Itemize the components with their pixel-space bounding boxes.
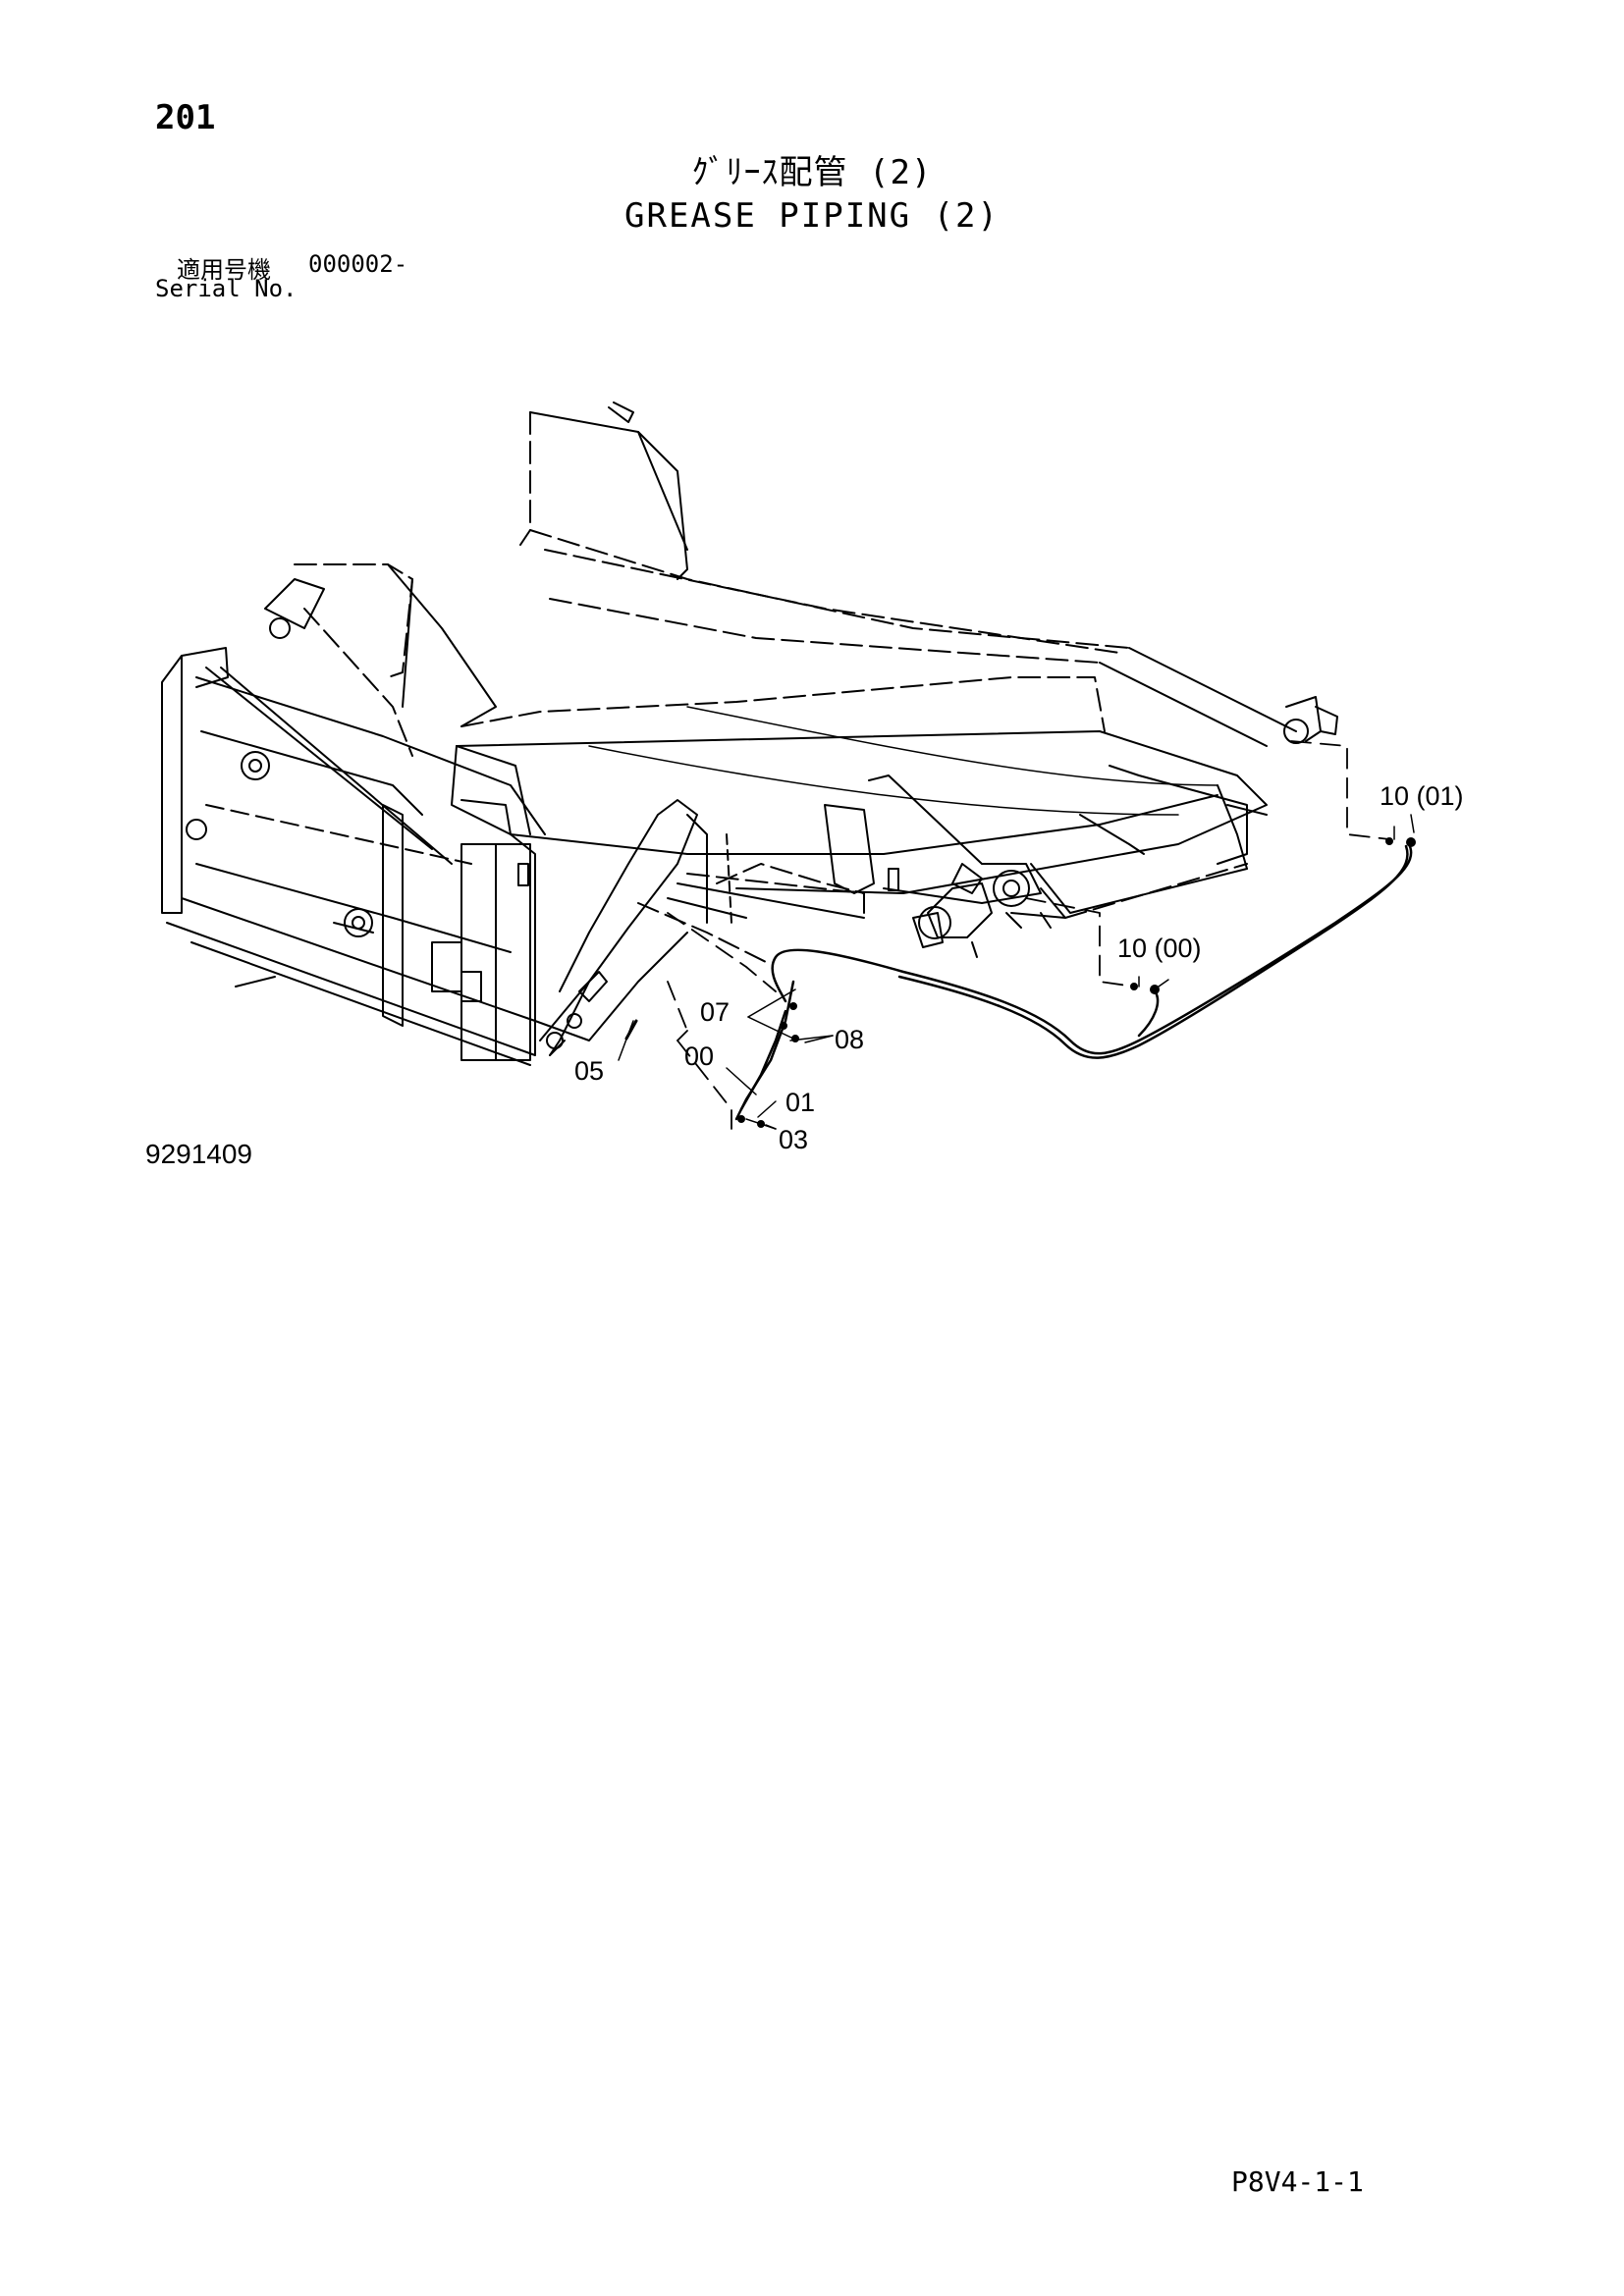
fittings — [737, 837, 1416, 1128]
left-frame — [161, 578, 546, 1066]
callout-00: 00 — [684, 1041, 714, 1071]
callout-08: 08 — [835, 1025, 864, 1054]
tail-section — [519, 401, 1338, 747]
callout-01: 01 — [785, 1088, 815, 1117]
callout-10-00: 10 (00) — [1117, 934, 1202, 963]
title-japanese: ｸﾞﾘｰｽ配管 (2) — [691, 153, 933, 192]
left-skirt — [294, 563, 497, 757]
serial-value: 000002- — [308, 250, 408, 278]
drawing-number: 9291409 — [145, 1139, 253, 1169]
head-section — [824, 774, 1248, 958]
grease-nipple-05 — [624, 1019, 638, 1041]
leader-lines — [667, 740, 1390, 1130]
grease-hose-long — [771, 842, 1413, 1059]
page-code: P8V4-1-1 — [1231, 2165, 1364, 2198]
callout-07: 07 — [700, 997, 730, 1027]
belt-body — [451, 676, 1268, 894]
callout-03: 03 — [779, 1125, 808, 1154]
serial-label-english: Serial No. — [155, 275, 298, 302]
callout-05: 05 — [574, 1056, 604, 1086]
main-frame — [456, 745, 865, 1056]
callout-leaders — [618, 814, 1415, 1130]
serial-label-japanese: 適用号機 — [177, 256, 271, 284]
callout-10-01: 10 (01) — [1380, 781, 1464, 811]
title-english: GREASE PIPING (2) — [624, 196, 1000, 236]
page-number: 201 — [155, 98, 216, 137]
